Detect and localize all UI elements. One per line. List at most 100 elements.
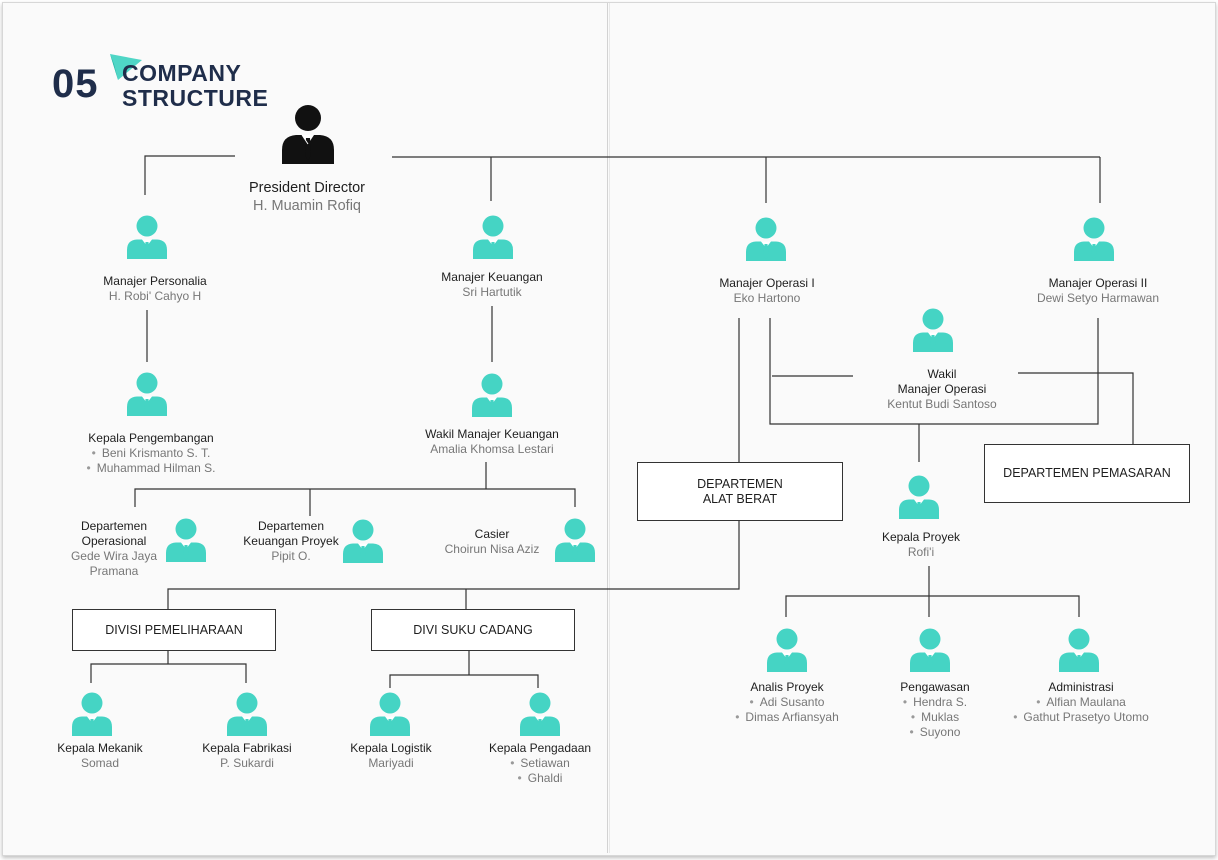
node-manajer-operasi-2: Manajer Operasi II Dewi Setyo Harmawan (998, 276, 1198, 306)
section-number: 05 (52, 62, 99, 106)
person-icon-kepala-fabrikasi (227, 692, 267, 736)
line-alatberat-divisions (167, 520, 740, 609)
node-kepala-logistik: Kepala Logistik Mariyadi (331, 741, 451, 771)
member-item: Alfian Maulana (1001, 695, 1161, 710)
node-casier: Casier Choirun Nisa Aziz (432, 527, 552, 557)
member-item: Setiawan (475, 756, 605, 771)
node-title: Pengawasan (900, 680, 970, 694)
box-line: ALAT BERAT (702, 491, 778, 506)
node-name: Rofi'i (907, 545, 935, 559)
node-name: H. Robi' Cahyo H (108, 289, 202, 303)
triangle-accent-icon (110, 54, 142, 80)
node-title: Kepala Fabrikasi (202, 741, 292, 755)
node-name: Mariyadi (368, 756, 414, 770)
node-title: Wakil Manajer Keuangan (425, 427, 559, 441)
president-title: President Director (248, 180, 366, 196)
node-analis-proyek: Analis Proyek Adi Susanto Dimas Arfiansy… (712, 680, 862, 725)
line-wakil-pemasaran (1018, 372, 1134, 444)
person-icon-administrasi (1059, 628, 1099, 672)
node-manajer-operasi-1: Manajer Operasi I Eko Hartono (667, 276, 867, 306)
node-name: Somad (80, 756, 120, 770)
node-title: Kepala Pengembangan (88, 431, 214, 445)
line-operasi-bracket (769, 318, 1099, 425)
member-list: Adi Susanto Dimas Arfiansyah (712, 695, 862, 725)
node-title: Kepala Proyek (881, 530, 961, 544)
node-title: Kepala Logistik (350, 741, 432, 755)
box-divi-suku-cadang: DIVI SUKU CADANG (371, 609, 575, 651)
node-title: Keuangan Proyek (243, 534, 339, 548)
member-item: Dimas Arfiansyah (712, 710, 862, 725)
box-label: DEPARTEMEN PEMASARAN (1003, 466, 1171, 480)
node-title: Manajer Operasi I (719, 276, 815, 290)
node-title: Departemen (257, 519, 325, 533)
node-name: Gede Wira Jaya (70, 549, 158, 563)
node-title: Casier (474, 527, 510, 541)
member-list: Setiawan Ghaldi (475, 756, 605, 786)
node-kepala-proyek: Kepala Proyek Rofi'i (821, 530, 1021, 560)
businessman-icon (282, 105, 334, 164)
node-title: Manajer Personalia (103, 274, 207, 288)
node-title: Kepala Pengadaan (488, 741, 592, 755)
person-icon-kepala-proyek (899, 475, 939, 519)
node-name: Pramana (89, 564, 139, 578)
person-icon-kepala-pengadaan (520, 692, 560, 736)
section-header: 05 COMPANY STRUCTURE (52, 54, 282, 116)
node-kepala-fabrikasi: Kepala Fabrikasi P. Sukardi (187, 741, 307, 771)
person-icon-wakil-operasi (913, 308, 953, 352)
node-administrasi: Administrasi Alfian Maulana Gathut Prase… (1001, 680, 1161, 725)
page-fold-shadow (609, 3, 610, 853)
node-pengawasan: Pengawasan Hendra S. Muklas Suyono (870, 680, 1000, 740)
line-president-personalia (144, 155, 235, 195)
box-label: DIVI SUKU CADANG (413, 622, 533, 637)
person-icon-casier (555, 518, 595, 562)
node-title: Wakil (927, 367, 957, 381)
member-item: Muklas (870, 710, 1000, 725)
node-name: Pipit O. (271, 549, 311, 563)
line-sukucadang-bus (389, 674, 539, 688)
member-list: Beni Krismanto S. T. Muhammad Hilman S. (51, 446, 251, 476)
node-manajer-personalia: Manajer Personalia H. Robi' Cahyo H (55, 274, 255, 304)
node-name: P. Sukardi (220, 756, 274, 770)
page-fold-line (607, 3, 608, 853)
node-name: Eko Hartono (733, 291, 801, 305)
node-departemen-keuangan-proyek: Departemen Keuangan Proyek Pipit O. (231, 519, 351, 564)
node-name: Kentut Budi Santoso (887, 397, 997, 411)
node-title: Operasional (81, 534, 147, 548)
node-title: Departemen (80, 519, 148, 533)
box-departemen-pemasaran: DEPARTEMEN PEMASARAN (984, 444, 1190, 503)
node-kepala-pengembangan: Kepala Pengembangan Beni Krismanto S. T.… (51, 431, 251, 476)
person-icon-operasi2 (1074, 217, 1114, 261)
node-name: Dewi Setyo Harmawan (1036, 291, 1160, 305)
person-icon-keuangan (473, 215, 513, 259)
box-departemen-alat-berat: DEPARTEMEN ALAT BERAT (637, 462, 843, 521)
box-divisi-pemeliharaan: DIVISI PEMELIHARAAN (72, 609, 276, 651)
member-item: Hendra S. (870, 695, 1000, 710)
node-title: Analis Proyek (750, 680, 824, 694)
line-department-bus (134, 488, 576, 507)
person-icon-pengembangan (127, 372, 167, 416)
person-icon-kepala-logistik (370, 692, 410, 736)
node-title: Administrasi (1048, 680, 1114, 694)
header-title-line2: STRUCTURE (122, 85, 269, 111)
box-line: DEPARTEMEN (697, 476, 783, 491)
node-manajer-keuangan: Manajer Keuangan Sri Hartutik (392, 270, 592, 300)
member-list: Hendra S. Muklas Suyono (870, 695, 1000, 740)
president-name: H. Muamin Rofiq (253, 198, 361, 214)
node-name: Choirun Nisa Aziz (444, 542, 540, 556)
member-list: Alfian Maulana Gathut Prasetyo Utomo (1001, 695, 1161, 725)
line-proyek-bus (785, 595, 1080, 617)
person-icon-kepala-mekanik (72, 692, 112, 736)
person-icon-pengawasan (910, 628, 950, 672)
member-item: Gathut Prasetyo Utomo (1001, 710, 1161, 725)
member-item: Ghaldi (475, 771, 605, 786)
line-pemeliharaan-bus (90, 663, 247, 683)
node-kepala-pengadaan: Kepala Pengadaan Setiawan Ghaldi (475, 741, 605, 786)
node-title: Kepala Mekanik (57, 741, 143, 755)
node-title: Manajer Operasi II (1048, 276, 1148, 290)
member-item: Suyono (870, 725, 1000, 740)
node-title: Manajer Operasi (897, 382, 987, 396)
node-name: Sri Hartutik (462, 285, 522, 299)
node-departemen-operasional: Departemen Operasional Gede Wira Jaya Pr… (44, 519, 184, 579)
node-name: Amalia Khomsa Lestari (430, 442, 554, 456)
